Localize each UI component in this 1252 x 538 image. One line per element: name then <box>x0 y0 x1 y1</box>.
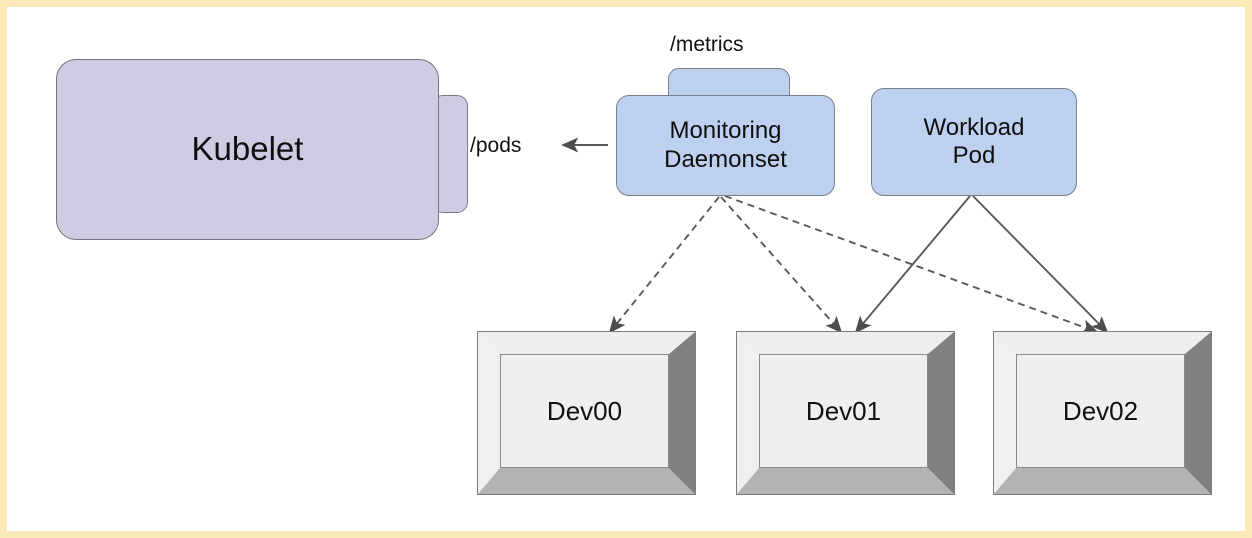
daemonset-label-line1: Monitoring <box>669 117 782 145</box>
edge-daemonset-to-dev00 <box>608 196 720 334</box>
workload-pod-label-line1: Workload <box>923 113 1025 141</box>
edge-workload-to-dev02 <box>972 195 1109 334</box>
device-face-dev01: Dev01 <box>759 354 928 468</box>
node-workload-pod[interactable]: Workload Pod <box>871 88 1077 196</box>
edge-daemonset-to-dev02 <box>724 195 1099 334</box>
edge-label-pods: /pods <box>470 134 522 157</box>
daemonset-label-line2: Daemonset <box>664 145 787 173</box>
device-label-dev02: Dev02 <box>1062 395 1139 426</box>
edge-label-metrics: /metrics <box>670 33 744 56</box>
device-label-dev00: Dev00 <box>546 395 623 426</box>
node-kubelet[interactable]: Kubelet <box>56 59 439 240</box>
edge-daemonset-to-dev01 <box>720 196 843 334</box>
node-device-dev00[interactable]: Dev00 <box>477 331 696 495</box>
device-label-dev01: Dev01 <box>805 395 882 426</box>
node-device-dev01[interactable]: Dev01 <box>736 331 955 495</box>
node-monitoring-daemonset[interactable]: Monitoring Daemonset <box>616 95 835 196</box>
edge-workload-to-dev01 <box>854 195 971 334</box>
device-face-dev02: Dev02 <box>1016 354 1185 468</box>
kubelet-label: Kubelet <box>191 130 304 168</box>
node-device-dev02[interactable]: Dev02 <box>993 331 1212 495</box>
workload-pod-label-line2: Pod <box>952 142 996 169</box>
device-face-dev00: Dev00 <box>500 354 669 468</box>
diagram-canvas: Kubelet /pods Monitoring Daemonset /metr… <box>7 7 1245 531</box>
